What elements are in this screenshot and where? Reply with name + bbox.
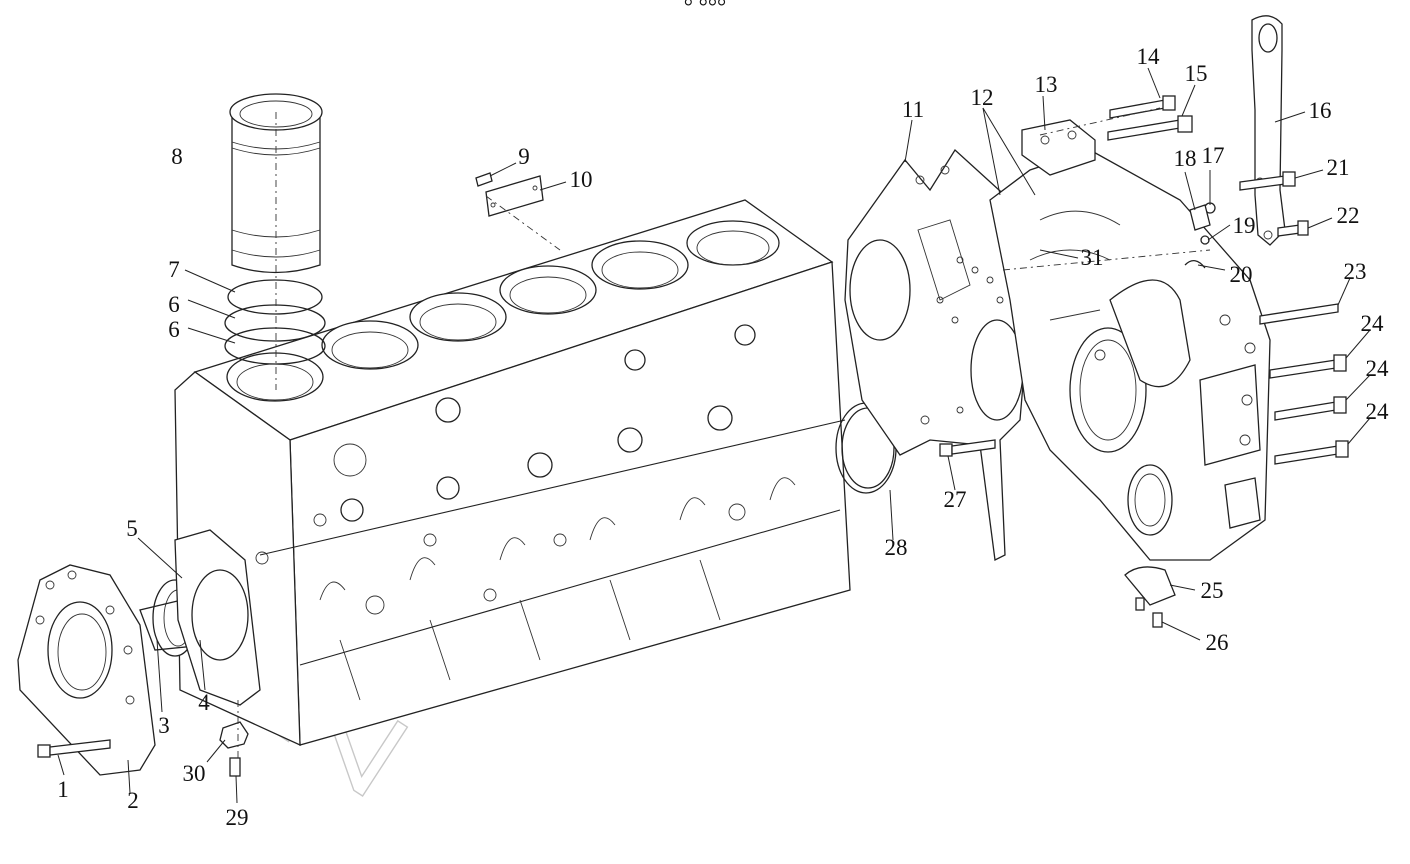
callout-29: 29 [226, 805, 249, 830]
bolt-15 [1107, 115, 1193, 141]
cylinder-liner [229, 93, 323, 274]
cylinder-bores [226, 220, 780, 402]
callout-4: 4 [198, 690, 210, 715]
callout-1: 1 [57, 777, 69, 802]
callout-20: 20 [1230, 262, 1253, 287]
top-mark: ° °°° [684, 0, 727, 19]
rear-housing-gasket [174, 529, 261, 706]
callout-7: 7 [168, 257, 180, 282]
callout-14: 14 [1137, 44, 1161, 69]
callout-11: 11 [902, 97, 924, 122]
callout-25: 25 [1201, 578, 1224, 603]
callout-22: 22 [1337, 203, 1360, 228]
callout-8: 8 [171, 144, 183, 169]
callout-24b: 24 [1366, 356, 1390, 381]
cylinder-block [174, 199, 851, 747]
flywheel-housing [989, 149, 1271, 561]
rear-end-plate [844, 148, 1031, 561]
bolt-21 [1239, 171, 1296, 191]
callout-26: 26 [1206, 630, 1229, 655]
callout-numbers: 1 2 3 4 5 6 6 7 8 9 10 11 12 13 14 15 16… [57, 44, 1389, 830]
callout-5: 5 [126, 516, 138, 541]
core-plugs [340, 324, 756, 522]
fitting [219, 721, 249, 777]
callout-18: 18 [1174, 146, 1197, 171]
callout-19: 19 [1233, 213, 1256, 238]
bolt-27 [939, 439, 996, 457]
bolt-24-c [1274, 440, 1349, 465]
callout-2: 2 [127, 788, 139, 813]
callout-3: 3 [158, 713, 170, 738]
leader-lines [57, 67, 1371, 804]
callout-27: 27 [944, 487, 967, 512]
lifting-eye [1251, 15, 1286, 246]
stud-23 [1259, 303, 1339, 325]
bolt-1 [37, 739, 111, 758]
cover-plate [475, 172, 544, 217]
callout-31: 31 [1081, 245, 1104, 270]
callout-16: 16 [1309, 98, 1332, 123]
callout-6a: 6 [168, 292, 180, 317]
rear-seal-housing [17, 564, 156, 776]
bolt-14 [1109, 95, 1176, 119]
callout-6b: 6 [168, 317, 180, 342]
callout-9: 9 [518, 144, 530, 169]
callout-24a: 24 [1361, 311, 1385, 336]
callout-28: 28 [885, 535, 908, 560]
liner-o-rings [224, 279, 326, 365]
callout-17: 17 [1202, 143, 1225, 168]
callout-21: 21 [1327, 155, 1350, 180]
bracket-13 [1021, 119, 1096, 176]
callout-23: 23 [1344, 259, 1367, 284]
crankcase-ribs [319, 477, 796, 701]
callout-30: 30 [183, 761, 206, 786]
callout-24c: 24 [1366, 399, 1390, 424]
callout-10: 10 [570, 167, 593, 192]
callout-12: 12 [971, 85, 994, 110]
callout-15: 15 [1185, 61, 1208, 86]
bolt-24-a [1269, 354, 1347, 379]
bolt-24-b [1274, 396, 1347, 421]
callout-13: 13 [1035, 72, 1058, 97]
cover-25 [1124, 566, 1176, 628]
